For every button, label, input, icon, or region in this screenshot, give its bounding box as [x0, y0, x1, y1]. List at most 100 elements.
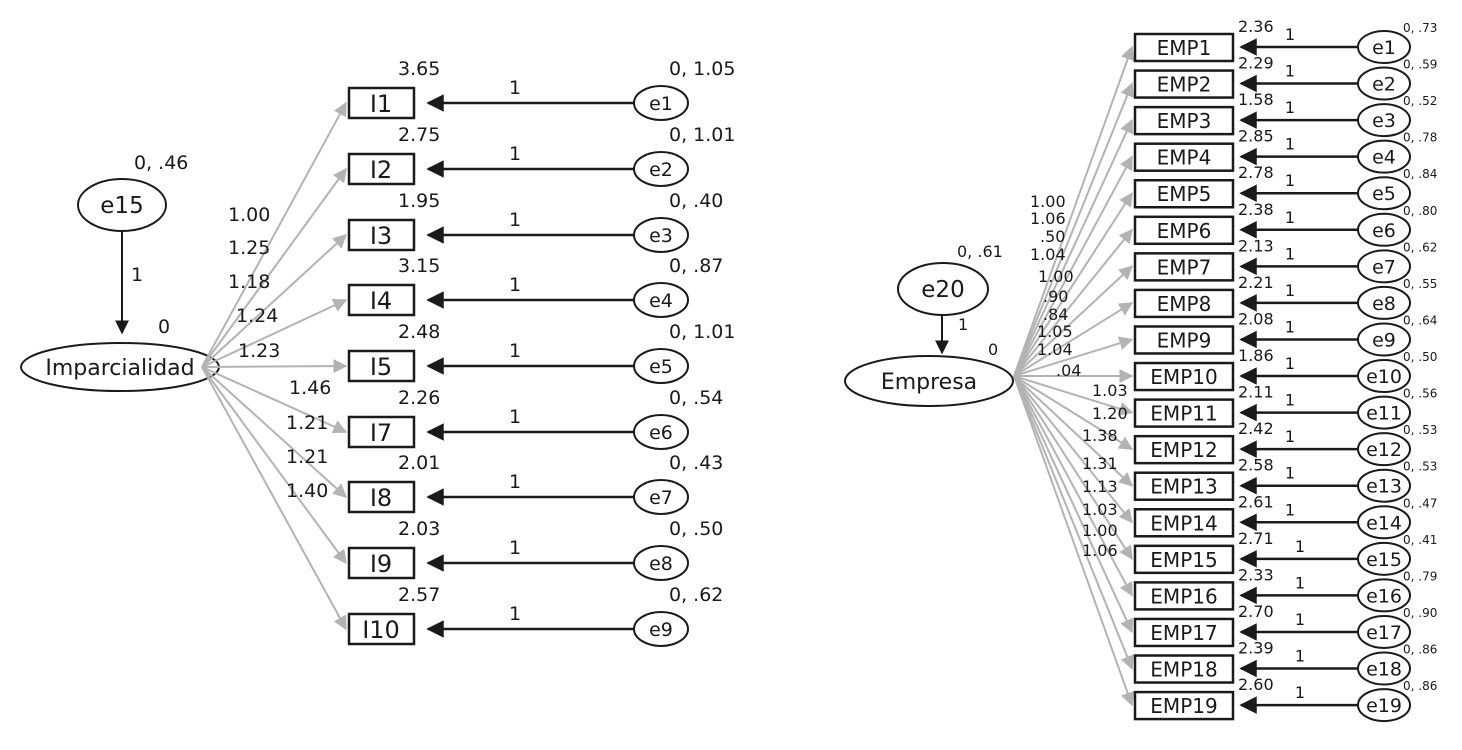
loading-value-emp16: 1.03 [1082, 500, 1118, 519]
error-label-e15: e15 [100, 193, 143, 219]
item-label-i9: I9 [370, 550, 392, 578]
loading-value-emp4: 1.04 [1030, 245, 1066, 264]
error-ellipse-e7 [633, 479, 689, 515]
intercept-i3: 1.95 [398, 190, 440, 212]
error-ellipse-e4 [633, 282, 689, 318]
loading-arrow-emp3 [1013, 118, 1134, 377]
error-path-weight-e15-emp: 1 [1295, 537, 1305, 556]
error-label-e9-emp: e9 [1372, 329, 1396, 351]
loading-value-emp12: 1.20 [1092, 404, 1128, 423]
loading-value-emp18: 1.06 [1082, 541, 1118, 560]
error-stats-e3-emp: 0, .52 [1403, 94, 1437, 108]
intercept-i2: 2.75 [398, 124, 440, 146]
error-label-e13-emp: e13 [1366, 476, 1402, 498]
intercept-emp14: 2.61 [1238, 492, 1274, 511]
item-box-emp5 [1133, 178, 1235, 209]
latent-mean-empresa: 0 [988, 340, 998, 359]
loading-arrow-emp6 [1013, 228, 1133, 377]
intercept-i7: 2.26 [398, 387, 440, 409]
error-label-e3: e3 [649, 225, 673, 247]
item-label-emp13: EMP13 [1150, 475, 1217, 499]
error-ellipse-e6-emp [1357, 212, 1411, 247]
error-label-e16-emp: e16 [1366, 585, 1402, 607]
latent-label-empresa: Empresa [881, 370, 977, 395]
intercept-emp1: 2.36 [1238, 17, 1274, 36]
item-box-emp13 [1133, 471, 1235, 501]
item-label-emp2: EMP2 [1157, 73, 1212, 97]
error-stats-e1-emp: 0, .73 [1403, 21, 1437, 35]
item-label-i3: I3 [370, 222, 392, 250]
error-path-weight-e9-emp: 1 [1285, 317, 1295, 336]
error-stats-e10-emp: 0, .50 [1403, 350, 1437, 364]
item-box-emp2 [1133, 69, 1235, 99]
loading-arrow-emp14 [1013, 375, 1133, 524]
error-path-weight-e1-emp: 1 [1285, 25, 1295, 44]
error-label-e4-emp: e4 [1372, 147, 1396, 169]
error-label-e2-emp: e2 [1372, 74, 1396, 96]
error-path-weight-e2-emp: 1 [1285, 62, 1295, 81]
intercept-emp5: 2.78 [1238, 163, 1274, 182]
latent-label-imparcialidad: Imparcialidad [45, 356, 194, 381]
error-stats-e4: 0, .87 [669, 255, 723, 277]
item-box-emp8 [1133, 288, 1235, 319]
item-label-emp9: EMP9 [1157, 328, 1212, 352]
item-label-emp17: EMP17 [1150, 621, 1217, 645]
error-label-e10-emp: e10 [1366, 366, 1402, 388]
error-ellipse-e19-emp [1357, 688, 1411, 723]
error-path-weight-e10-emp: 1 [1285, 354, 1295, 373]
error-label-e19-emp: e19 [1366, 695, 1402, 717]
item-label-i5: I5 [370, 353, 392, 381]
loading-value-i9: 1.21 [286, 446, 328, 468]
intercept-emp8: 2.21 [1238, 273, 1274, 292]
error-label-e2: e2 [649, 159, 673, 181]
error-label-e12-emp: e12 [1366, 439, 1402, 461]
item-box-emp4 [1133, 142, 1235, 172]
loading-value-emp1: 1.00 [1030, 192, 1066, 211]
error-ellipse-e2-emp [1357, 66, 1411, 101]
loading-arrow-emp19 [1013, 375, 1135, 707]
error-path-weight-e6: 1 [509, 406, 521, 428]
error-label-e3-emp: e3 [1372, 110, 1396, 132]
item-box-emp11 [1133, 398, 1235, 428]
intercept-emp16: 2.33 [1238, 565, 1274, 584]
error-ellipse-e11-emp [1357, 395, 1411, 430]
error-stats-e11-emp: 0, .56 [1403, 387, 1437, 401]
item-label-emp14: EMP14 [1150, 511, 1217, 535]
error-ellipse-e5-emp [1357, 176, 1411, 211]
error-label-e7-emp: e7 [1372, 256, 1396, 278]
latent-mean-imparcialidad: 0 [158, 316, 170, 338]
error-stats-e6-emp: 0, .80 [1403, 204, 1437, 218]
error-stats-e2-emp: 0, .59 [1403, 58, 1437, 72]
item-label-emp5: EMP5 [1157, 182, 1212, 206]
error-ellipse-e13-emp [1357, 468, 1411, 503]
error-stats-e17-emp: 0, .90 [1403, 606, 1437, 620]
error-path-weight-e5-emp: 1 [1285, 171, 1295, 190]
error-label-e5-emp: e5 [1372, 183, 1396, 205]
error-ellipse-e7-emp [1357, 249, 1411, 284]
error-label-e18-emp: e18 [1366, 659, 1402, 681]
intercept-i10: 2.57 [398, 584, 440, 606]
error-label-e7: e7 [649, 487, 673, 509]
item-box-i9 [347, 546, 416, 580]
error-ellipse-e2 [633, 151, 689, 187]
loading-arrow-emp9 [1013, 336, 1134, 377]
item-label-emp7: EMP7 [1157, 255, 1212, 279]
item-label-emp18: EMP18 [1150, 658, 1217, 682]
error-stats-e13-emp: 0, .53 [1403, 460, 1437, 474]
loading-arrow-emp12 [1013, 375, 1134, 451]
error-stats-e20: 0, .61 [957, 242, 1003, 261]
error-path-weight-e8-emp: 1 [1285, 281, 1295, 300]
item-label-emp15: EMP15 [1150, 548, 1217, 572]
latent-ellipse-empresa [844, 355, 1014, 407]
item-box-i7 [347, 415, 416, 449]
error-ellipse-e8-emp [1357, 285, 1411, 320]
intercept-i9: 2.03 [398, 518, 440, 540]
error-stats-e9-emp: 0, .64 [1403, 313, 1437, 327]
loading-arrow-i9 [201, 366, 347, 565]
error-ellipse-e10-emp [1357, 359, 1411, 394]
error-path-weight-e5: 1 [509, 340, 521, 362]
error-ellipse-e17-emp [1357, 614, 1411, 649]
intercept-i8: 2.01 [398, 452, 440, 474]
error-ellipse-e4-emp [1357, 139, 1411, 174]
item-box-emp10 [1133, 361, 1235, 392]
